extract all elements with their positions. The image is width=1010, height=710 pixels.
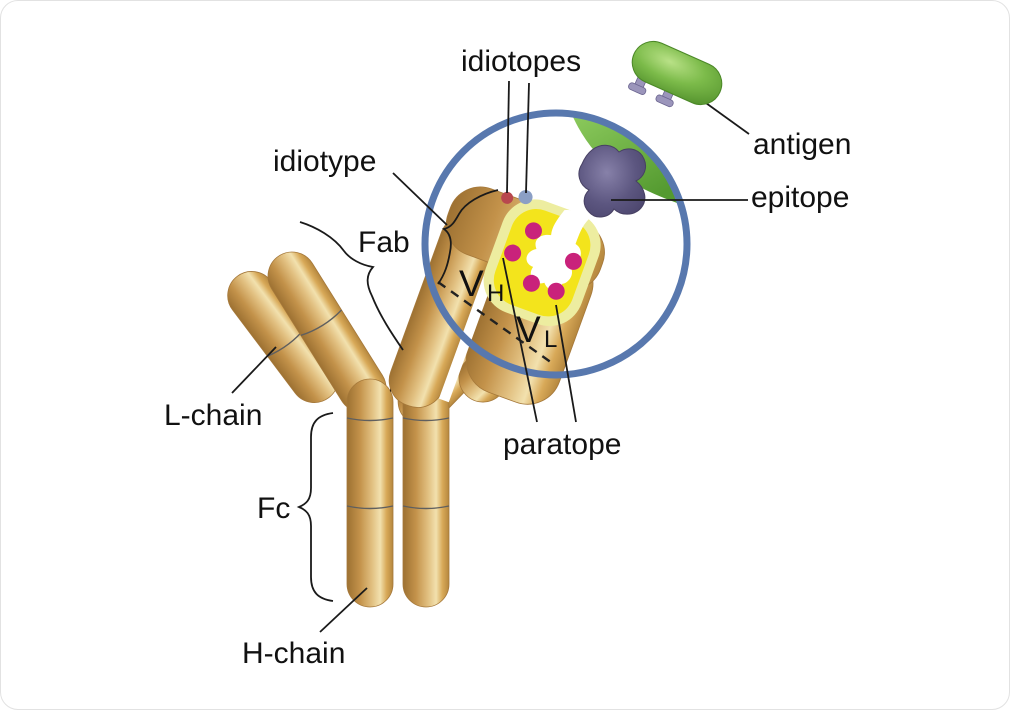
fc-stem-right-rod xyxy=(402,378,450,608)
idiotope-bump-red xyxy=(501,191,514,204)
paratope-pointer-line-1 xyxy=(502,257,538,423)
paratope-cavity xyxy=(526,210,589,291)
idiotopes-pointer-line-1 xyxy=(506,80,510,194)
label-fc: Fc xyxy=(257,492,290,525)
domain-division-line xyxy=(300,309,343,337)
domain-division-line xyxy=(346,505,394,510)
label-paratope: paratope xyxy=(503,428,621,461)
pointer-lines xyxy=(231,80,750,633)
idiotype-pointer-line xyxy=(392,172,448,226)
fc-stem-left-rod xyxy=(346,378,394,608)
epitope-blob xyxy=(578,144,647,218)
domain-division-line xyxy=(402,505,450,510)
variable-region-dashed-boundary xyxy=(437,281,553,364)
h-chain-pointer-line xyxy=(319,587,368,633)
label-idiotopes: idiotopes xyxy=(461,45,581,78)
label-h-chain: H-chain xyxy=(242,637,345,670)
labels: idiotopes antigen epitope idiotype Fab L… xyxy=(164,45,851,670)
label-epitope: epitope xyxy=(751,181,849,214)
chain-gap xyxy=(438,257,501,403)
idiotope-dot xyxy=(522,274,540,292)
magnified-fab-tip xyxy=(388,186,605,408)
domain-division-line xyxy=(346,417,394,422)
idiotope-bump-blue xyxy=(518,190,533,205)
idiotope-dots xyxy=(504,222,582,300)
idiotope-dot xyxy=(547,282,565,300)
idiotope-dot xyxy=(564,252,582,270)
magnifier-circle xyxy=(421,109,691,379)
idiotope-dot xyxy=(504,244,522,262)
idiotope-dot xyxy=(524,222,542,240)
domain-division-line xyxy=(402,417,450,422)
antigen-capsule xyxy=(628,40,723,108)
label-l-chain: L-chain xyxy=(164,399,262,432)
label-antigen: antigen xyxy=(753,128,851,161)
l-chain-pointer-line xyxy=(231,346,277,394)
idiotopes-pointer-line-2 xyxy=(525,82,530,194)
label-idiotype: idiotype xyxy=(273,145,376,178)
fc-brace xyxy=(296,412,334,602)
label-fab: Fab xyxy=(358,226,410,259)
idiotype-brace xyxy=(437,189,499,285)
paratope-pointer-line-2 xyxy=(555,304,577,423)
antigen-body xyxy=(631,40,723,106)
fab-brace xyxy=(299,221,404,351)
antigen-feet xyxy=(628,73,676,108)
